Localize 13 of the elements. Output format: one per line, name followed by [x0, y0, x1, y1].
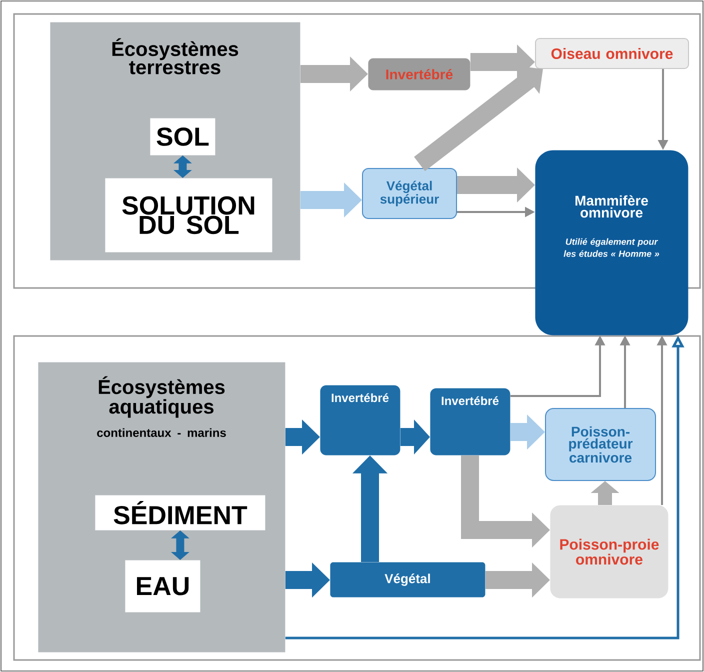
compartment-box: SOL [150, 118, 216, 156]
organism-box: Invertébré [368, 58, 470, 90]
compartment-box: SÉDIMENT [95, 495, 266, 530]
organism-box: Poisson-proie omnivore [550, 505, 668, 598]
organism-box: Oiseau omnivore [535, 38, 689, 69]
organism-box: Mammifère omnivore Utilié également pour les études « Homme » [535, 150, 688, 336]
organism-box: Invertébré [430, 388, 510, 456]
organism-box: Invertébré [320, 385, 400, 456]
block-arrow [414, 66, 543, 172]
compartment-box: SOLUTION DU SOL [105, 178, 272, 252]
organism-box: Végétal supérieur [362, 168, 457, 219]
organism-box: Poisson-prédateur carnivore [545, 408, 656, 481]
compartment-box: EAU [125, 560, 200, 612]
